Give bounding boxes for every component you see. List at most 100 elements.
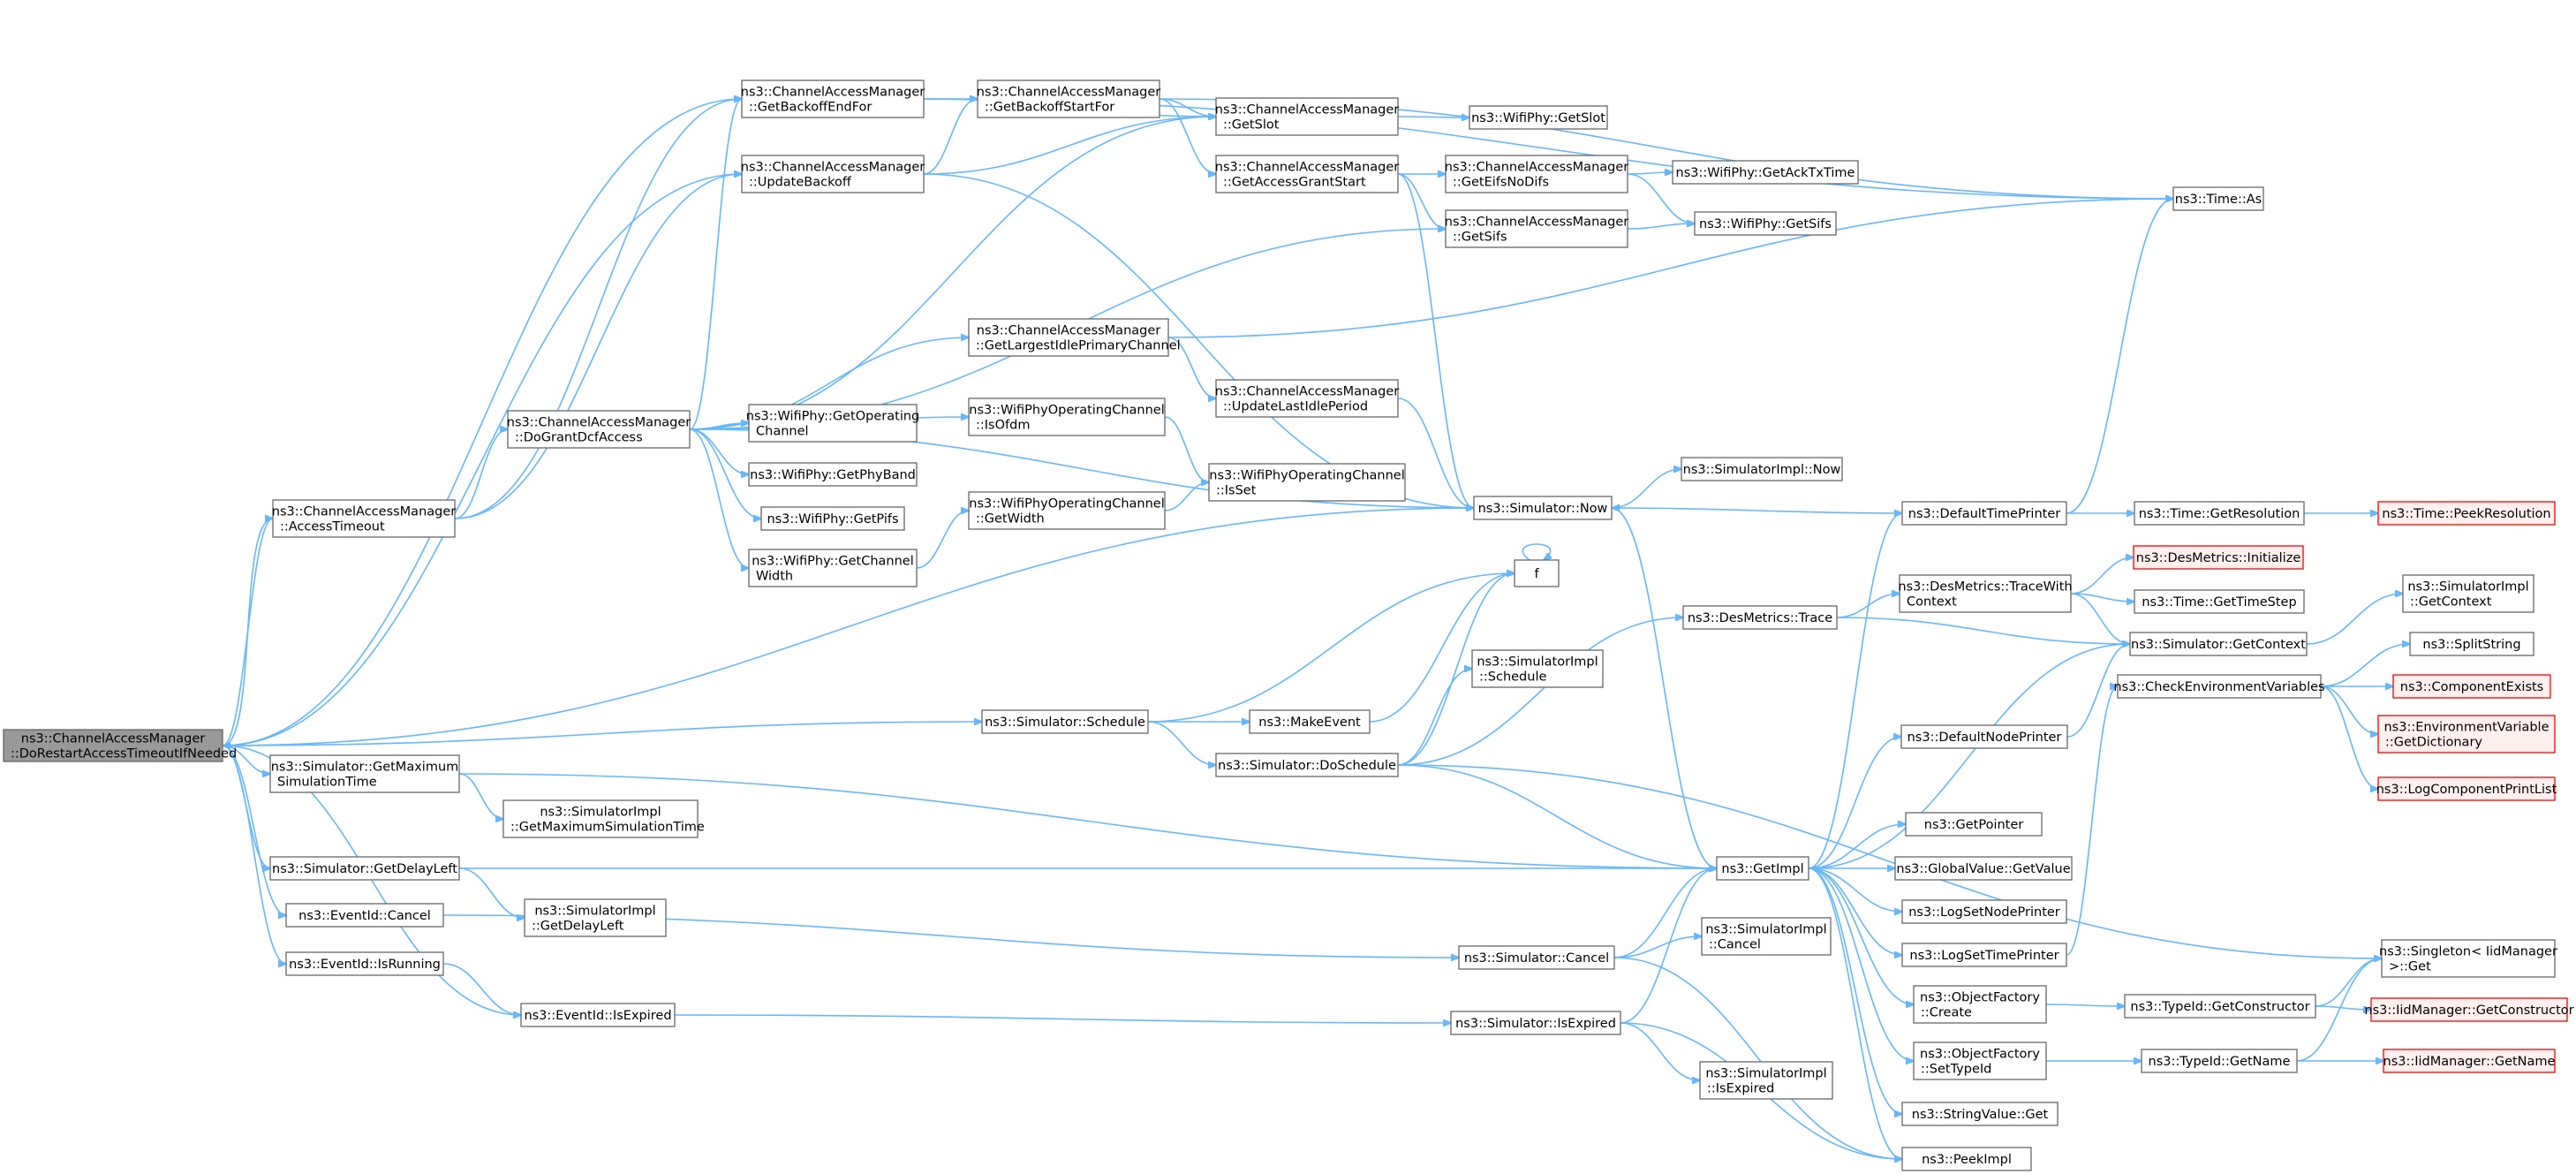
- node-ns3-getpointer[interactable]: ns3::GetPointer: [1905, 812, 2043, 837]
- node-label: ns3::SimulatorImpl::Now: [1683, 463, 1841, 477]
- node-ns3-desmetrics-trace[interactable]: ns3::DesMetrics::Trace: [1682, 605, 1838, 630]
- node-ns3-wifiphyoperatingchannel-getwidth[interactable]: ns3::WifiPhyOperatingChannel::GetWidth: [968, 491, 1166, 530]
- node-label: ns3::Time::GetResolution: [2139, 507, 2300, 521]
- node-ns3-channelaccessmanager-getlargestidleprimarychannel[interactable]: ns3::ChannelAccessManager::GetLargestIdl…: [968, 318, 1181, 357]
- node-box: [285, 903, 444, 928]
- node-ns3-componentexists[interactable]: ns3::ComponentExists: [2392, 674, 2551, 699]
- node-label: ns3::StringValue::Get: [1912, 1108, 2049, 1122]
- node-ns3-objectfactory-create[interactable]: ns3::ObjectFactory::Create: [1913, 985, 2047, 1024]
- node-ns3-simulator-cancel[interactable]: ns3::Simulator::Cancel: [1458, 945, 1615, 970]
- node-label: ns3::ChannelAccessManager: [1215, 103, 1400, 117]
- node-ns3-wifiphy-getacktxtime[interactable]: ns3::WifiPhy::GetAckTxTime: [1672, 160, 1859, 185]
- call-edge: [2045, 1004, 2125, 1006]
- node-ns3-channelaccessmanager-getbackoffendfor[interactable]: ns3::ChannelAccessManager::GetBackoffEnd…: [741, 80, 925, 118]
- node-box: [3, 729, 223, 762]
- node-ns3-typeid-getconstructor[interactable]: ns3::TypeId::GetConstructor: [2124, 994, 2316, 1019]
- node-ns3-wifiphyoperatingchannel-isofdm[interactable]: ns3::WifiPhyOperatingChannel::IsOfdm: [968, 398, 1166, 436]
- node-ns3-simulatorimpl-schedule[interactable]: ns3::SimulatorImpl::Schedule: [1471, 649, 1604, 688]
- node-label: ns3::GlobalValue::GetValue: [1896, 862, 2070, 876]
- node-box: [2381, 939, 2556, 978]
- node-ns3-time-gettimestep[interactable]: ns3::Time::GetTimeStep: [2134, 589, 2305, 614]
- node-ns3-channelaccessmanager-accesstimeout[interactable]: ns3::ChannelAccessManager::AccessTimeout: [272, 499, 457, 538]
- node-ns3-defaultnodeprinter[interactable]: ns3::DefaultNodePrinter: [1900, 724, 2068, 749]
- node-ns3-channelaccessmanager-updatelastidleperiod[interactable]: ns3::ChannelAccessManager::UpdateLastIdl…: [1215, 379, 1400, 418]
- node-ns3-simulatorimpl-getmaximumsimulationtime[interactable]: ns3::SimulatorImpl::GetMaximumSimulation…: [502, 799, 705, 838]
- node-ns3-simulator-getcontext[interactable]: ns3::Simulator::GetContext: [2129, 632, 2308, 656]
- node-ns3-logsettimeprinter[interactable]: ns3::LogSetTimePrinter: [1901, 943, 2067, 967]
- node-ns3-stringvalue-get[interactable]: ns3::StringValue::Get: [1901, 1102, 2059, 1126]
- node-ns3-makeevent[interactable]: ns3::MakeEvent: [1249, 709, 1371, 734]
- node-ns3-splitstring[interactable]: ns3::SplitString: [2409, 632, 2534, 656]
- node-ns3-simulator-now[interactable]: ns3::Simulator::Now: [1473, 496, 1613, 520]
- node-ns3-channelaccessmanager-getaccessgrantstart[interactable]: ns3::ChannelAccessManager::GetAccessGran…: [1215, 155, 1400, 193]
- node-ns3-simulator-schedule[interactable]: ns3::Simulator::Schedule: [981, 709, 1149, 734]
- node-ns3-wifiphy-getslot[interactable]: ns3::WifiPhy::GetSlot: [1469, 105, 1608, 130]
- node-ns3-eventid-cancel[interactable]: ns3::EventId::Cancel: [285, 903, 444, 928]
- node-ns3-typeid-getname[interactable]: ns3::TypeId::GetName: [2141, 1049, 2298, 1073]
- node-ns3-simulator-isexpired[interactable]: ns3::Simulator::IsExpired: [1450, 1011, 1621, 1035]
- node-ns3-wifiphyoperatingchannel-isset[interactable]: ns3::WifiPhyOperatingChannel::IsSet: [1208, 463, 1406, 502]
- node-ns3-globalvalue-getvalue[interactable]: ns3::GlobalValue::GetValue: [1894, 856, 2073, 881]
- call-edge: [222, 745, 286, 964]
- node-ns3-channelaccessmanager-dograntdcfaccess[interactable]: ns3::ChannelAccessManager::DoGrantDcfAcc…: [507, 410, 691, 449]
- node-ns3-iidmanager-getname[interactable]: ns3::IidManager::GetName: [2383, 1049, 2556, 1073]
- node-ns3-channelaccessmanager-getslot[interactable]: ns3::ChannelAccessManager::GetSlot: [1215, 97, 1400, 136]
- node-ns3-time-peekresolution[interactable]: ns3::Time::PeekResolution: [2377, 501, 2556, 526]
- call-edge: [1620, 868, 1717, 1024]
- call-edge: [1397, 764, 1717, 868]
- node-ns3-simulatorimpl-getdelayleft[interactable]: ns3::SimulatorImpl::GetDelayLeft: [524, 898, 667, 937]
- call-edge: [1836, 617, 2130, 644]
- node-ns3-logsetnodeprinter[interactable]: ns3::LogSetNodePrinter: [1901, 899, 2067, 924]
- node-ns3-time-as[interactable]: ns3::Time::As: [2172, 186, 2264, 211]
- node-ns3-iidmanager-getconstructor[interactable]: ns3::IidManager::GetConstructor: [2364, 997, 2574, 1022]
- node-label: ns3::ChannelAccessManager: [977, 86, 1161, 100]
- node-ns3-singleton-iidmanager-get[interactable]: ns3::Singleton< IidManager >::Get: [2379, 939, 2557, 978]
- node-label: ns3::Simulator::GetDelayLeft: [272, 862, 457, 876]
- call-edge: [1627, 223, 1695, 230]
- node-ns3-simulator-getdelayleft[interactable]: ns3::Simulator::GetDelayLeft: [269, 856, 460, 881]
- node-ns3-eventid-isexpired[interactable]: ns3::EventId::IsExpired: [520, 1003, 676, 1027]
- node-ns3-simulator-doschedule[interactable]: ns3::Simulator::DoSchedule: [1215, 753, 1399, 777]
- node-ns3-time-getresolution[interactable]: ns3::Time::GetResolution: [2134, 501, 2305, 526]
- node-ns3-simulatorimpl-now[interactable]: ns3::SimulatorImpl::Now: [1681, 457, 1843, 481]
- call-edge: [923, 117, 1216, 175]
- node-box: [1514, 559, 1560, 587]
- node-label: ::GetBackoffEndFor: [749, 101, 872, 115]
- node-box: [1913, 985, 2047, 1024]
- node-label: ns3::CheckEnvironmentVariables: [2113, 680, 2324, 694]
- node-ns3-logcomponentprintlist[interactable]: ns3::LogComponentPrintList: [2376, 776, 2557, 801]
- node-ns3-wifiphy-getpifs[interactable]: ns3::WifiPhy::GetPifs: [760, 506, 905, 531]
- node-ns3-channelaccessmanager-geteifsnodifs[interactable]: ns3::ChannelAccessManager::GetEifsNoDifs: [1445, 155, 1629, 193]
- node-ns3-simulatorimpl-isexpired[interactable]: ns3::SimulatorImpl::IsExpired: [1699, 1061, 1833, 1100]
- call-edge: [222, 745, 286, 915]
- node-ns3-simulator-getmaximum-simulationtime[interactable]: ns3::Simulator::GetMaximumSimulationTime: [269, 754, 460, 793]
- node-ns3-channelaccessmanager-dorestartaccesstimeoutifneeded[interactable]: ns3::ChannelAccessManager::DoRestartAcce…: [3, 729, 237, 762]
- node-ns3-eventid-isrunning[interactable]: ns3::EventId::IsRunning: [285, 951, 444, 976]
- node-label: ns3::GetPointer: [1924, 818, 2024, 832]
- node-ns3-peekimpl[interactable]: ns3::PeekImpl: [1901, 1147, 2032, 1171]
- node-ns3-objectfactory-settypeid[interactable]: ns3::ObjectFactory::SetTypeId: [1913, 1041, 2047, 1080]
- node-ns3-channelaccessmanager-getsifs[interactable]: ns3::ChannelAccessManager::GetSifs: [1445, 209, 1629, 248]
- node-ns3-desmetrics-initialize[interactable]: ns3::DesMetrics::Initialize: [2133, 545, 2304, 570]
- node-ns3-wifiphy-getphyband[interactable]: ns3::WifiPhy::GetPhyBand: [748, 462, 918, 487]
- node-label: ns3::DesMetrics::Trace: [1688, 611, 1832, 625]
- node-ns3-wifiphy-getsifs[interactable]: ns3::WifiPhy::GetSifs: [1694, 211, 1837, 236]
- node-box: [1445, 209, 1628, 248]
- node-ns3-simulatorimpl-cancel[interactable]: ns3::SimulatorImpl::Cancel: [1701, 917, 1832, 956]
- node-f[interactable]: f: [1514, 559, 1560, 587]
- node-ns3-environmentvariable-getdictionary[interactable]: ns3::EnvironmentVariable::GetDictionary: [2377, 715, 2556, 754]
- node-box: [1249, 709, 1371, 734]
- node-label: ::Create: [1921, 1006, 1972, 1020]
- node-ns3-channelaccessmanager-updatebackoff[interactable]: ns3::ChannelAccessManager::UpdateBackoff: [741, 155, 925, 193]
- node-ns3-getimpl[interactable]: ns3::GetImpl: [1716, 856, 1809, 881]
- node-ns3-defaulttimeprinter[interactable]: ns3::DefaultTimePrinter: [1901, 501, 2067, 526]
- node-ns3-simulatorimpl-getcontext[interactable]: ns3::SimulatorImpl::GetContext: [2402, 574, 2534, 613]
- node-label: ::GetEifsNoDifs: [1453, 176, 1549, 190]
- call-edge: [454, 429, 508, 519]
- node-ns3-checkenvironmentvariables[interactable]: ns3::CheckEnvironmentVariables: [2113, 674, 2325, 699]
- node-ns3-channelaccessmanager-getbackoffstartfor[interactable]: ns3::ChannelAccessManager::GetBackoffSta…: [977, 80, 1161, 118]
